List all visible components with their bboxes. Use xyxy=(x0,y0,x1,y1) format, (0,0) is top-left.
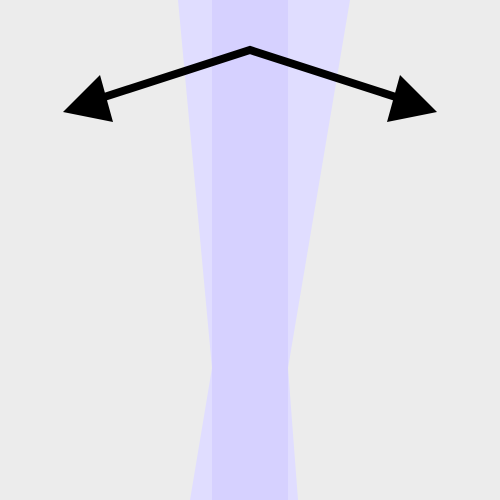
arrow-shaft xyxy=(93,45,407,104)
light-cone-group xyxy=(178,0,350,500)
arrowhead-right xyxy=(387,75,437,122)
arrowhead-left xyxy=(63,75,113,122)
light-beam-core xyxy=(212,0,288,500)
double-headed-bent-arrow-icon xyxy=(63,45,437,122)
